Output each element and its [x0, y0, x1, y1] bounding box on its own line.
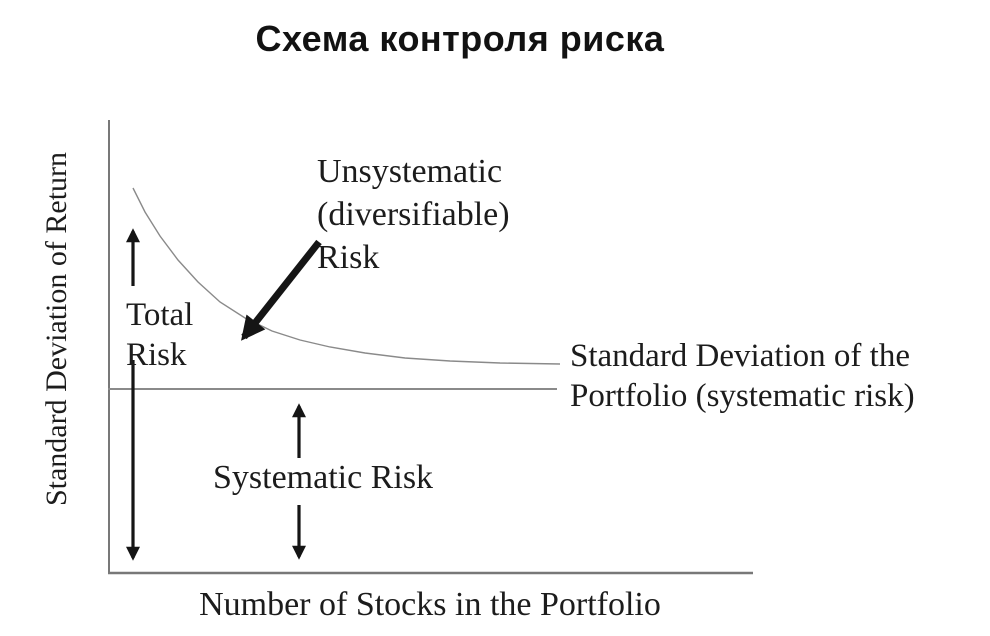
x-axis-label: Number of Stocks in the Portfolio [199, 586, 661, 623]
risk-curve [132, 187, 561, 365]
unsystematic-risk-arrow [241, 239, 322, 341]
unsystematic-risk-label: Unsystematic (diversifiable) Risk [317, 153, 510, 276]
page-title: Схема контроля риска [255, 18, 665, 59]
systematic-risk-label: Systematic Risk [213, 459, 434, 496]
total-risk-label: Total Risk [126, 297, 194, 373]
portfolio-systematic-risk-label: Standard Deviation of the Portfolio (sys… [570, 338, 915, 414]
